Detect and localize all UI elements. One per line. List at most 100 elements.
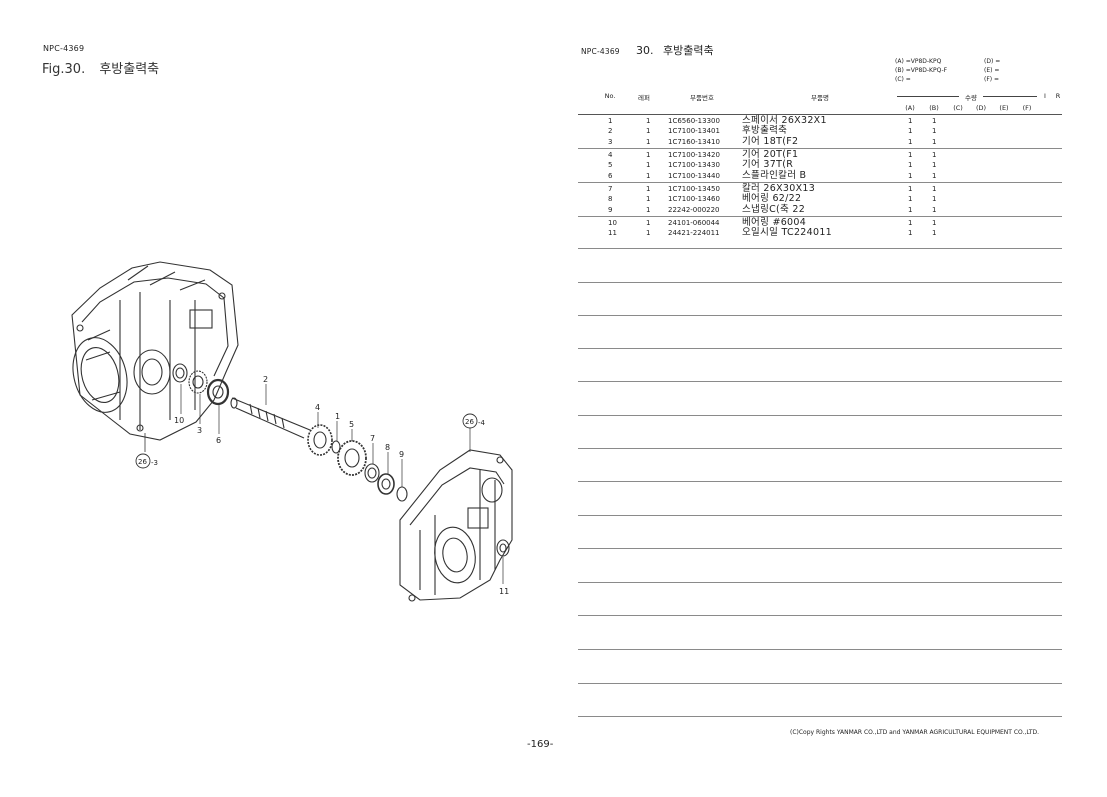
- header-part-name: 부품명: [811, 94, 829, 102]
- ruled-line: [578, 548, 1062, 549]
- right-housing: [399, 449, 513, 602]
- group-divider: [578, 182, 1062, 183]
- callout-26-right-suffix: -4: [478, 419, 486, 427]
- row-ref: 1: [646, 206, 651, 214]
- ruled-line: [578, 716, 1062, 717]
- row-part-name: 후방출력축: [742, 125, 788, 136]
- row-qty-a: 1: [908, 195, 913, 203]
- model-d: (D) =: [984, 58, 1001, 65]
- callout-26-right: 26: [465, 418, 474, 426]
- row-ref: 1: [646, 172, 651, 180]
- row-no: 10: [608, 219, 617, 227]
- row-part-no: 1C7100-13430: [668, 161, 720, 169]
- row-ref: 1: [646, 229, 651, 237]
- row-part-no: 1C7160-13410: [668, 138, 720, 146]
- row-ref: 1: [646, 151, 651, 159]
- row-no: 7: [608, 185, 613, 193]
- figure-title-text: 후방출력축: [99, 62, 160, 77]
- row-qty-a: 1: [908, 161, 913, 169]
- callout-11: 11: [499, 587, 509, 596]
- row-part-name: 베어링 #6004: [742, 217, 807, 228]
- callout-26-left-suffix: -3: [151, 459, 158, 467]
- row-qty-b: 1: [932, 117, 937, 125]
- header-col-a: (A): [905, 104, 915, 112]
- row-no: 5: [608, 161, 613, 169]
- row-qty-a: 1: [908, 138, 913, 146]
- callout-26-left: 26: [138, 458, 147, 466]
- callout-7: 7: [370, 434, 375, 443]
- callout-5: 5: [349, 420, 354, 429]
- row-qty-b: 1: [932, 219, 937, 227]
- row-part-no: 24421-224011: [668, 229, 720, 237]
- model-f: (F) =: [984, 76, 1000, 83]
- row-part-name: 베어링 62/22: [742, 193, 802, 204]
- row-qty-a: 1: [908, 206, 913, 214]
- table-row: 8 1 1C7100-13460 베어링 62/22 1 1: [580, 194, 1000, 204]
- model-a: (A) =VP8D-KPQ: [895, 58, 942, 65]
- ruled-line: [578, 282, 1062, 283]
- row-qty-a: 1: [908, 151, 913, 159]
- row-qty-a: 1: [908, 185, 913, 193]
- table-row: 10 1 24101-060044 베어링 #6004 1 1: [580, 218, 1000, 228]
- row-part-name: 스플라인칼러 B: [742, 170, 807, 181]
- header-col-c: (C): [953, 104, 963, 112]
- table-row: 2 1 1C7100-13401 후방출력축 1 1: [580, 126, 1000, 136]
- header-i: I: [1044, 92, 1046, 100]
- row-part-name: 오일시일 TC224011: [742, 227, 833, 238]
- header-qty: 수량: [965, 94, 977, 102]
- header-rule: [578, 114, 1062, 115]
- row-no: 11: [608, 229, 617, 237]
- row-ref: 1: [646, 117, 651, 125]
- callout-10: 10: [174, 416, 184, 425]
- row-qty-b: 1: [932, 161, 937, 169]
- row-no: 8: [608, 195, 613, 203]
- ruled-line: [578, 515, 1062, 516]
- table-row: 1 1 1C6560-13300 스페이서 26X32X1 1 1: [580, 116, 1000, 126]
- row-qty-a: 1: [908, 127, 913, 135]
- row-part-no: 1C7100-13401: [668, 127, 720, 135]
- ruled-line: [578, 448, 1062, 449]
- table-row: 5 1 1C7100-13430 기어 37T(R 1 1: [580, 160, 1000, 170]
- header-col-e: (E): [999, 104, 1009, 112]
- ruled-line: [578, 582, 1062, 583]
- row-ref: 1: [646, 127, 651, 135]
- header-col-d: (D): [975, 104, 987, 112]
- ruled-line: [578, 481, 1062, 482]
- ruled-line: [578, 248, 1062, 249]
- callout-8: 8: [385, 443, 390, 452]
- model-list-left: (A) =VP8D-KPQ (B) =VP8D-KPQ-F (C) =: [895, 57, 947, 84]
- qty-line-right: [983, 96, 1037, 97]
- table-row: 4 1 1C7100-13420 기어 20T(F1 1 1: [580, 150, 1000, 160]
- row-part-name: 스냅링C(축 22: [742, 204, 806, 215]
- row-ref: 1: [646, 185, 651, 193]
- ruled-line: [578, 415, 1062, 416]
- copyright-footer: (C)Copy Rights YANMAR CO.,LTD and YANMAR…: [790, 729, 1040, 736]
- table-row: 7 1 1C7100-13450 칼러 26X30X13 1 1: [580, 184, 1000, 194]
- table-row: 9 1 22242-000220 스냅링C(축 22 1 1: [580, 205, 1000, 215]
- page-number: -169-: [527, 739, 554, 750]
- row-qty-b: 1: [932, 229, 937, 237]
- row-ref: 1: [646, 138, 651, 146]
- table-row: 6 1 1C7100-13440 스플라인칼러 B 1 1: [580, 171, 1000, 181]
- ruled-line: [578, 348, 1062, 349]
- row-no: 4: [608, 151, 613, 159]
- row-part-no: 1C7100-13460: [668, 195, 720, 203]
- row-qty-a: 1: [908, 229, 913, 237]
- row-qty-b: 1: [932, 206, 937, 214]
- row-ref: 1: [646, 195, 651, 203]
- row-qty-b: 1: [932, 151, 937, 159]
- model-c: (C) =: [895, 76, 911, 83]
- row-ref: 1: [646, 161, 651, 169]
- left-doc-code: NPC-4369: [43, 44, 85, 53]
- group-divider: [578, 148, 1062, 149]
- table-row: 3 1 1C7160-13410 기어 18T(F2 1 1: [580, 137, 1000, 147]
- figure-title: Fig.30. 후방출력축: [42, 58, 159, 77]
- row-part-no: 1C7100-13420: [668, 151, 720, 159]
- header-r: R: [1055, 92, 1061, 100]
- callout-6: 6: [216, 436, 221, 445]
- row-qty-b: 1: [932, 127, 937, 135]
- qty-line-left: [897, 96, 959, 97]
- table-row: 11 1 24421-224011 오일시일 TC224011 1 1: [580, 228, 1000, 238]
- header-part-no: 부품번호: [690, 94, 714, 102]
- row-no: 2: [608, 127, 613, 135]
